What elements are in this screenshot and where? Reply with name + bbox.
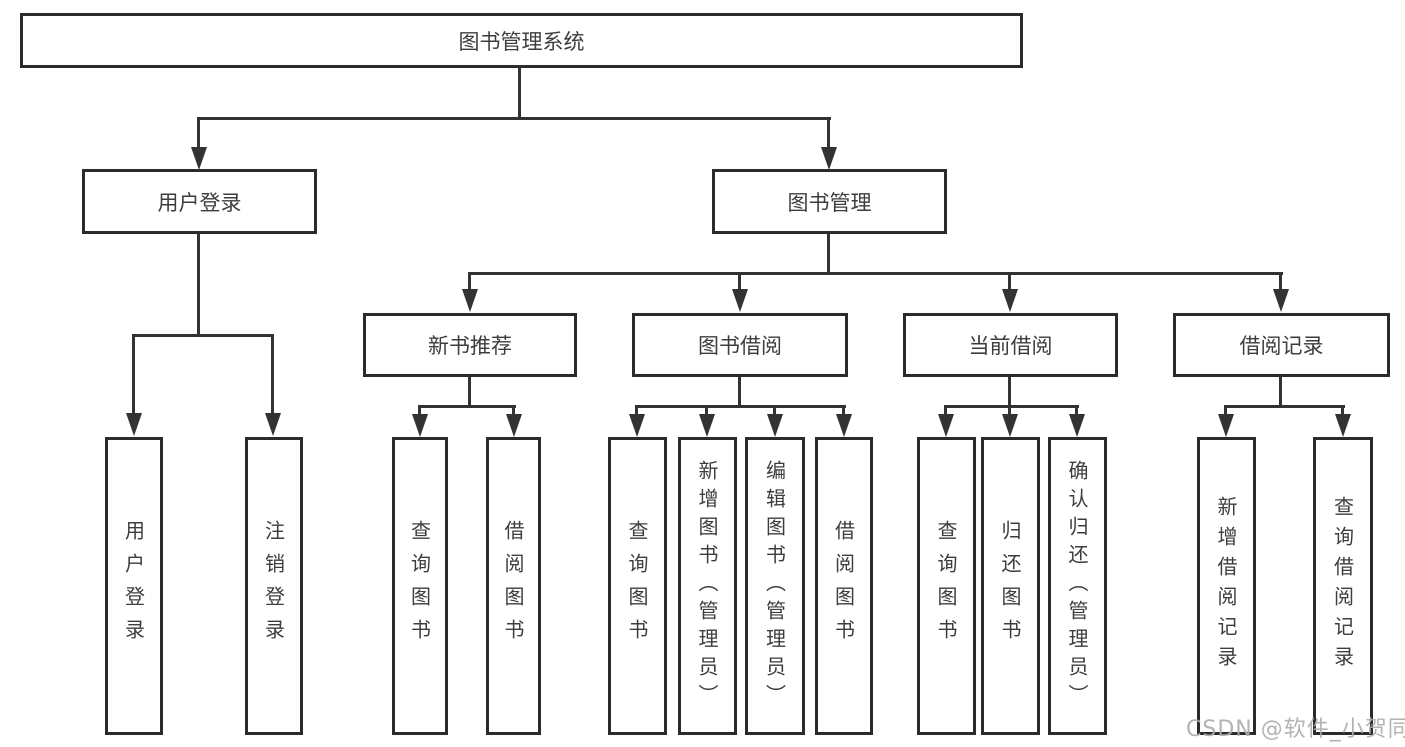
connector-drop-leaf [842,405,845,416]
connector-book-borrow-branch [635,405,846,408]
arrow-to-leaf-edit-book [767,414,783,437]
node-label: 编辑图书（管理员） [762,460,787,712]
connector-drop-leaf [635,405,638,416]
node-user-login: 用户登录 [82,169,317,234]
connector-drop-book-mgmt [827,117,830,150]
arrow-to-current-borrow [1002,289,1018,312]
connector-drop-current-borrow [1008,272,1011,289]
arrow-to-book-mgmt [821,147,837,170]
node-label: 借阅记录 [1239,334,1324,358]
connector-user-login-branch [132,334,274,337]
arrow-to-new-book-rec [462,289,478,312]
connector-root-branch [197,117,831,120]
node-borrow-records: 借阅记录 [1173,313,1390,377]
node-label: 新增图书（管理员） [695,460,719,712]
leaf-query-borrow-record: 查询借阅记录 [1313,437,1373,735]
connector-drop-leaf [705,405,708,416]
node-label: 图书管理 [787,190,872,215]
node-label: 新增借阅记录 [1214,496,1238,676]
connector-drop-leaf [1224,405,1227,416]
node-label: 查询图书 [407,520,432,652]
arrow-to-book-borrow [732,289,748,312]
leaf-query-book-1: 查询图书 [392,437,448,735]
node-label: 注销登录 [261,520,286,652]
connector-drop-leaf-logout [271,334,274,413]
connector-drop-leaf [418,405,421,416]
node-label: 查询图书 [625,520,649,652]
arrow-to-leaf-logout [265,413,281,436]
node-new-book-rec: 新书推荐 [363,313,577,377]
connector-current-borrow-stem [1008,377,1011,408]
node-label: 借阅图书 [831,520,856,652]
arrow-to-leaf-query-book-1 [412,414,428,437]
connector-drop-user-login [197,117,200,150]
leaf-logout: 注销登录 [245,437,303,735]
connector-drop-leaf [1341,405,1344,416]
arrow-to-leaf-query-book-3 [938,414,954,437]
node-label: 确认归还（管理员） [1065,460,1089,712]
connector-book-mgmt-stem [827,234,830,274]
connector-book-mgmt-branch [468,272,1283,275]
node-label: 用户登录 [121,520,146,652]
connector-borrow-records-stem [1279,377,1282,408]
arrow-to-user-login [191,147,207,170]
leaf-user-login: 用户登录 [105,437,163,735]
connector-drop-leaf-user-login [132,334,135,413]
leaf-query-book-3: 查询图书 [917,437,976,735]
connector-drop-new-book-rec [468,272,471,289]
connector-borrow-records-branch [1224,405,1345,408]
node-label: 查询借阅记录 [1330,496,1355,676]
connector-drop-leaf [1075,405,1078,416]
leaf-borrow-book-1: 借阅图书 [486,437,541,735]
node-label: 归还图书 [998,520,1022,652]
leaf-confirm-return: 确认归还（管理员） [1048,437,1107,735]
leaf-query-book-2: 查询图书 [608,437,667,735]
connector-user-login-stem [197,234,200,336]
leaf-borrow-book-2: 借阅图书 [815,437,873,735]
node-current-borrow: 当前借阅 [903,313,1118,377]
connector-drop-leaf [944,405,947,416]
leaf-add-book: 新增图书（管理员） [678,437,737,735]
node-label: 图书借阅 [698,334,782,358]
arrow-to-leaf-add-book [699,414,715,437]
arrow-to-leaf-borrow-book-1 [506,414,522,437]
leaf-edit-book: 编辑图书（管理员） [745,437,805,735]
connector-drop-borrow-records [1279,272,1282,289]
connector-drop-book-borrow [738,272,741,289]
arrow-to-leaf-confirm-return [1069,414,1085,437]
leaf-return-book: 归还图书 [981,437,1040,735]
connector-new-book-rec-stem [468,377,471,408]
leaf-add-borrow-record: 新增借阅记录 [1197,437,1256,735]
node-book-borrow: 图书借阅 [632,313,848,377]
connector-root-stem [518,68,521,119]
connector-new-book-rec-branch [418,405,516,408]
node-label: 当前借阅 [968,334,1053,358]
node-book-mgmt: 图书管理 [712,169,947,234]
connector-book-borrow-stem [738,377,741,408]
arrow-to-leaf-query-borrow-record [1335,414,1351,437]
node-label: 借阅图书 [501,520,525,652]
arrow-to-leaf-return-book [1002,414,1018,437]
connector-current-borrow-branch [944,405,1079,408]
connector-drop-leaf [1008,405,1011,416]
node-root-system: 图书管理系统 [20,13,1023,68]
connector-drop-leaf [512,405,515,416]
node-label: 新书推荐 [428,334,512,358]
node-label: 用户登录 [157,190,242,215]
node-label: 图书管理系统 [458,29,585,54]
arrow-to-leaf-query-book-2 [629,414,645,437]
arrow-to-leaf-user-login [126,413,142,436]
node-label: 查询图书 [934,520,958,652]
arrow-to-leaf-add-borrow-record [1218,414,1234,437]
csdn-watermark: CSDN @软件_小贺同学 [1186,717,1405,742]
arrow-to-borrow-records [1273,289,1289,312]
arrow-to-leaf-borrow-book-2 [836,414,852,437]
connector-drop-leaf [773,405,776,416]
